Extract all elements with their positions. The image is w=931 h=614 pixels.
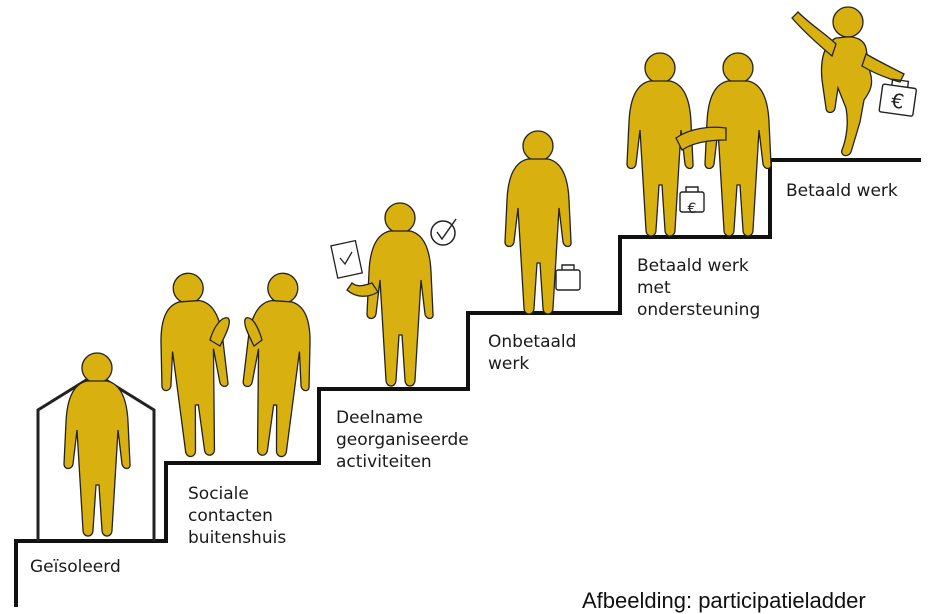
euro-bag-icon-2: € — [878, 78, 917, 117]
bag-icon — [555, 264, 581, 291]
figure-isolated — [63, 352, 131, 537]
step-label-isolated: Geïsoleerd — [30, 557, 121, 577]
step-label-organised-activities: Deelname georganiseerde activiteiten — [336, 408, 469, 472]
euro-bag-icon: € — [679, 186, 705, 217]
step-label-supported-paid-work: Betaald werk met ondersteuning — [637, 256, 761, 320]
svg-text:€: € — [890, 88, 906, 114]
clipboard-icon — [330, 239, 364, 279]
staircase-line — [14, 158, 921, 607]
figure-caption: Afbeelding: participatieladder — [582, 588, 866, 613]
figures-supported-work — [626, 52, 772, 237]
figure-with-clipboard — [346, 202, 434, 387]
figures-high-five — [153, 270, 318, 459]
step-label-social-contacts: Sociale contacten buitenshuis — [188, 484, 287, 548]
step-label-paid-work: Betaald werk — [786, 181, 898, 201]
step-label-unpaid-work: Onbetaald werk — [488, 332, 577, 374]
checkmark-icon — [430, 218, 457, 246]
figure-jumping — [791, 6, 905, 157]
svg-text:€: € — [688, 201, 697, 217]
